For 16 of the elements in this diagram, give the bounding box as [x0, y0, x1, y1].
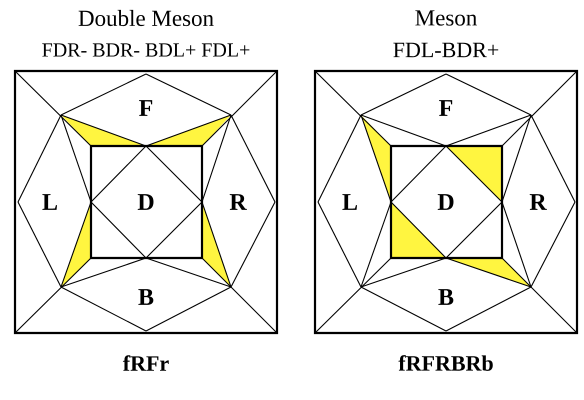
face-letter: R [530, 194, 547, 210]
face-letter: L [342, 194, 357, 210]
title: Meson [415, 10, 477, 26]
move-sequence: fRFRBRb [398, 355, 493, 371]
face-letter: L [42, 194, 57, 210]
subtitle: FDL-BDR+ [393, 42, 498, 58]
face-letter: D [138, 194, 154, 210]
face-letter: F [139, 100, 152, 116]
face-letter: F [439, 100, 452, 116]
move-sequence: fRFr [122, 355, 169, 371]
face-letter: D [438, 194, 454, 210]
face-letter: B [138, 289, 154, 305]
face-letter: R [230, 194, 247, 210]
subtitle: FDR- BDR- BDL+ FDL+ [42, 43, 250, 57]
face-letter: B [438, 289, 454, 305]
title: Double Meson [78, 10, 214, 26]
